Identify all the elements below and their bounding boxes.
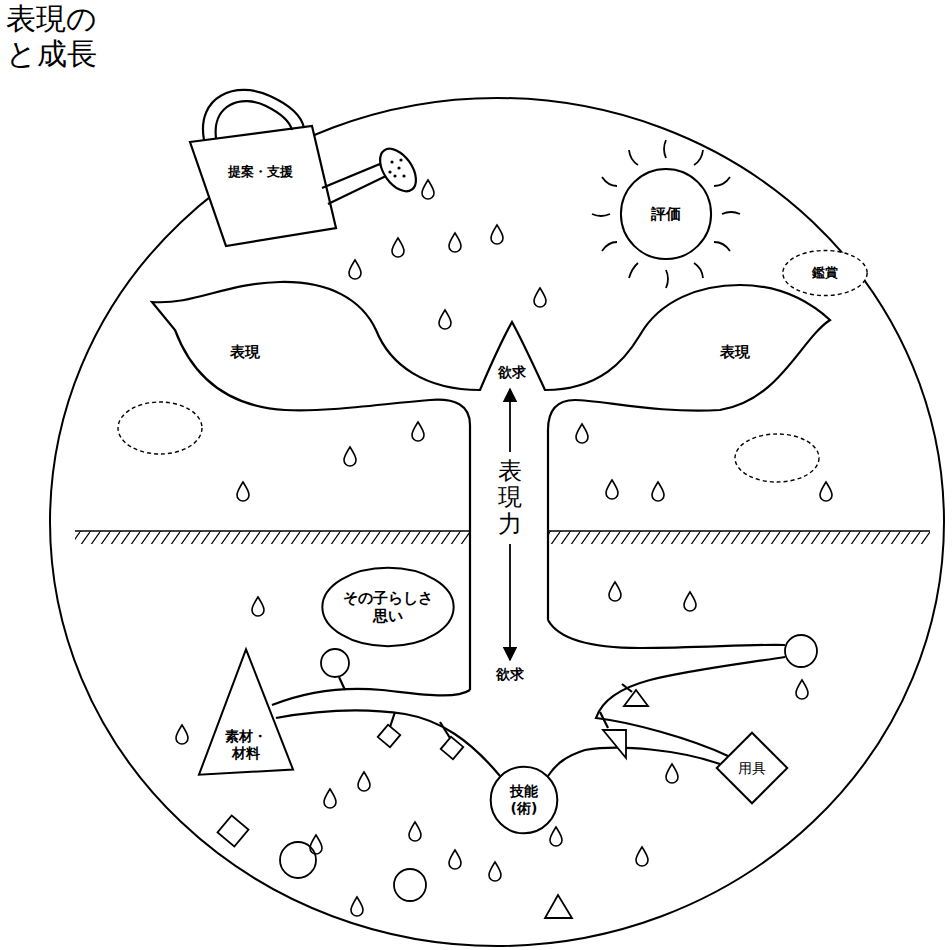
node-outline-shape <box>783 250 867 295</box>
node-text: 表現 <box>720 343 750 361</box>
dotted-ellipse <box>735 434 819 482</box>
node-text: 技能 (術) <box>506 783 542 817</box>
node-text: 鑑賞 <box>812 265 838 281</box>
soil-shapes <box>218 635 817 918</box>
skill-circle: 技能 (術) <box>490 766 558 834</box>
diagram-title: 表現の と成長 <box>6 2 108 71</box>
dotted-ellipse <box>118 402 202 454</box>
node-outline-shape <box>717 733 788 804</box>
expression-power-label: 表現力 <box>498 458 522 537</box>
leaf-label: 表現 <box>695 335 775 369</box>
node-outline-shape <box>621 169 711 259</box>
plant-outline <box>152 282 830 776</box>
material-triangle: 素材・材料 <box>198 648 294 776</box>
root-ellipse: その子らしさ 思い <box>321 567 455 647</box>
node-text: その子らしさ 思い <box>341 589 436 625</box>
watering-can <box>190 90 423 246</box>
dotted-ellipse: 鑑賞 <box>782 250 868 296</box>
leaf-label: 表現 <box>205 335 285 369</box>
frame-circle <box>50 98 944 946</box>
sun-rays <box>592 140 740 288</box>
node-outline-shape <box>322 568 453 646</box>
can-label: 提案・支援 <box>200 150 320 194</box>
node-text: 素材・材料 <box>224 728 269 762</box>
tool-diamond: 用具 <box>716 732 788 804</box>
node-outline-shape <box>491 767 558 834</box>
node-text: 用具 <box>738 760 766 777</box>
node-outline-shape <box>199 649 293 774</box>
node-text: 提案・支援 <box>228 164 293 180</box>
sun-circle: 評価 <box>620 168 712 260</box>
desire-label: 欲求 <box>492 363 532 381</box>
node-text: 表現 <box>230 343 260 361</box>
node-text: 評価 <box>651 205 681 223</box>
desire-label: 欲求 <box>490 665 530 683</box>
water-drops <box>176 180 832 916</box>
